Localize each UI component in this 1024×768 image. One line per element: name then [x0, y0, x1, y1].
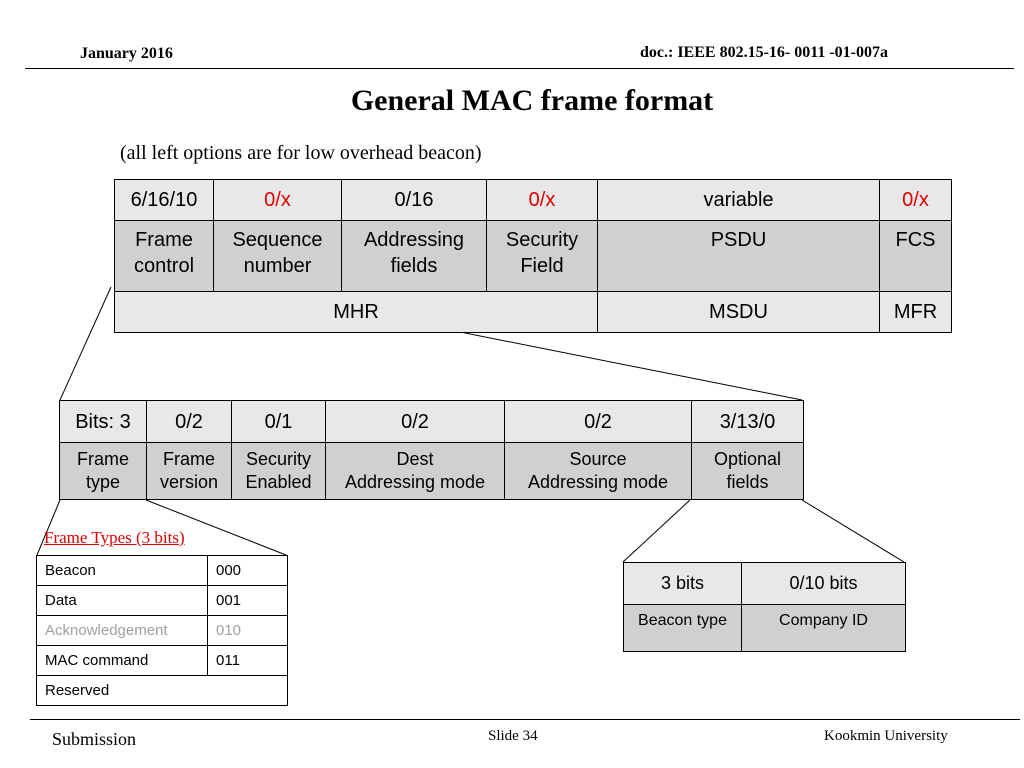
frame-type-name: Beacon [36, 555, 208, 586]
size-row: 6/16/10 0/x 0/16 0/x variable 0/x [114, 179, 952, 221]
footer-slide-number: Slide 34 [488, 728, 538, 744]
frame-type-name: Data [36, 585, 208, 616]
field-psdu: PSDU [597, 220, 880, 292]
slide-subtitle: (all left options are for low overhead b… [120, 142, 482, 164]
frame-type-code: 011 [207, 645, 288, 676]
footer-rule [30, 719, 1020, 720]
size-cell: 0/x [486, 179, 598, 221]
frame-type-code: 000 [207, 555, 288, 586]
size-cell: 0/x [879, 179, 952, 221]
bits-cell: 0/1 [231, 400, 326, 443]
group-mhr: MHR [114, 291, 598, 333]
bits-cell: 0/2 [146, 400, 232, 443]
optional-fields-table: 3 bits 0/10 bits Beacon type Company ID [623, 562, 906, 652]
group-row: MHR MSDU MFR [114, 291, 952, 333]
slide-title: General MAC frame format [350, 84, 714, 117]
table-row: Beacon 000 [36, 555, 288, 586]
table-row: Data 001 [36, 585, 288, 616]
header-doc-id: doc.: IEEE 802.15-16- 0011 -01-007a [640, 44, 888, 61]
size-cell: 0/x [213, 179, 342, 221]
opt-field-company-id: Company ID [741, 604, 906, 652]
header-date: January 2016 [80, 45, 173, 62]
frame-type-name: MAC command [36, 645, 208, 676]
frame-type-code: 010 [207, 615, 288, 646]
frame-type-name: Acknowledgement [36, 615, 208, 646]
opt-bits-cell: 0/10 bits [741, 562, 906, 605]
frame-types-title: Frame Types (3 bits) [44, 528, 185, 547]
field-fcs: FCS [879, 220, 952, 292]
footer-submission: Submission [52, 729, 137, 749]
bits-cell: 0/2 [325, 400, 505, 443]
opt-bits-row: 3 bits 0/10 bits [623, 562, 906, 605]
opt-bits-cell: 3 bits [623, 562, 742, 605]
table-row: Reserved [36, 675, 288, 706]
opt-field-beacon-type: Beacon type [623, 604, 742, 652]
table-row: MAC command 011 [36, 645, 288, 676]
bits-cell: Bits: 3 [59, 400, 147, 443]
footer-organization: Kookmin University [824, 728, 948, 744]
size-cell: 6/16/10 [114, 179, 214, 221]
bits-cell: 3/13/0 [691, 400, 804, 443]
bits-row: Bits: 3 0/2 0/1 0/2 0/2 3/13/0 [59, 400, 804, 443]
frame-types-table: Beacon 000 Data 001 Acknowledgement 010 … [36, 555, 288, 706]
header-rule [25, 68, 1014, 69]
group-mfr: MFR [879, 291, 952, 333]
opt-field-row: Beacon type Company ID [623, 604, 906, 652]
group-msdu: MSDU [597, 291, 880, 333]
bits-cell: 0/2 [504, 400, 692, 443]
frame-type-name: Reserved [36, 675, 288, 706]
table-row: Acknowledgement 010 [36, 615, 288, 646]
size-cell: 0/16 [341, 179, 487, 221]
frame-type-code: 001 [207, 585, 288, 616]
size-cell: variable [597, 179, 880, 221]
